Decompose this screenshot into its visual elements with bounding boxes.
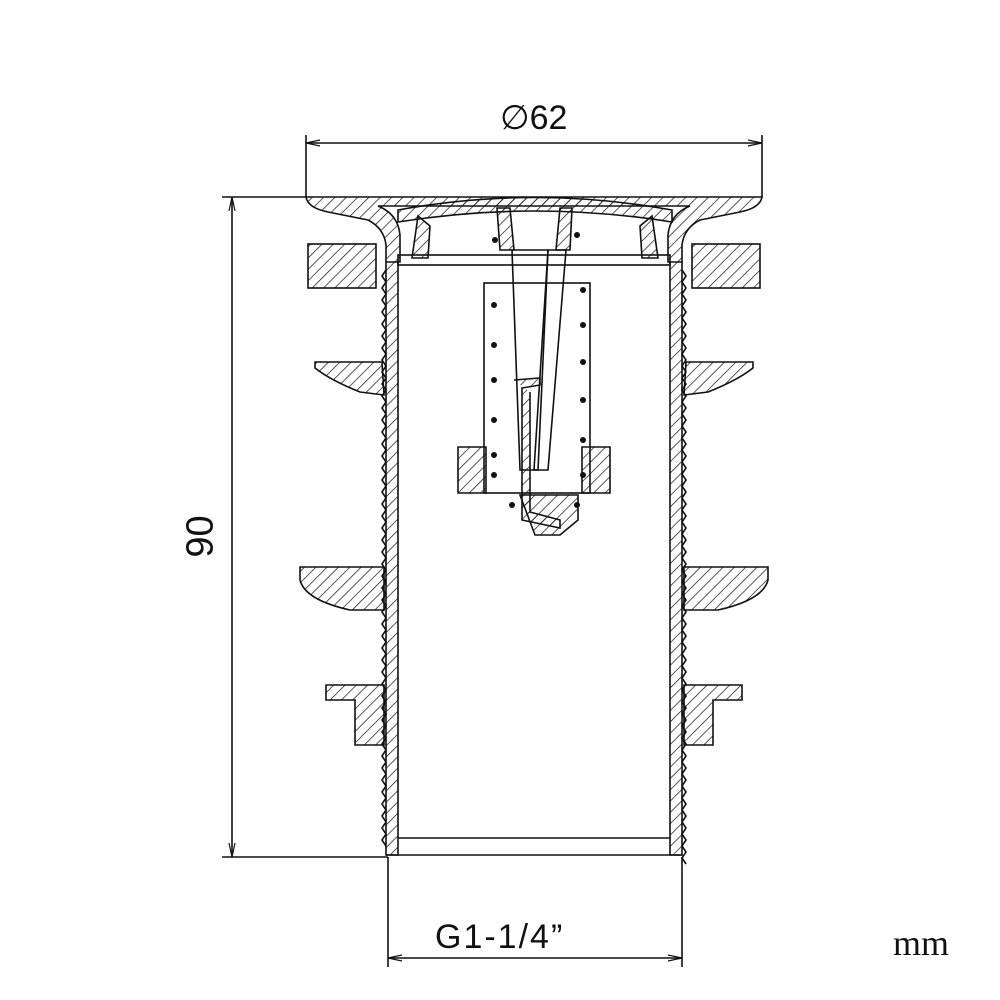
- lock-nut: [307, 243, 761, 289]
- thread-dimension-line: [387, 857, 683, 967]
- thread-size-label: G1-1/4”: [435, 918, 565, 956]
- pop-up-mechanism: [411, 207, 659, 536]
- upper-washer: [314, 361, 754, 396]
- bottom-nut: [325, 684, 743, 746]
- drain-tube: [381, 262, 687, 865]
- diameter-dimension-line: [305, 135, 763, 197]
- rubber-gasket: [299, 566, 769, 611]
- height-dimension-line: [222, 196, 388, 858]
- diameter-label: ∅62: [500, 99, 568, 137]
- height-label: 90: [179, 515, 222, 558]
- flange: [305, 196, 763, 266]
- unit-label: mm: [893, 923, 950, 963]
